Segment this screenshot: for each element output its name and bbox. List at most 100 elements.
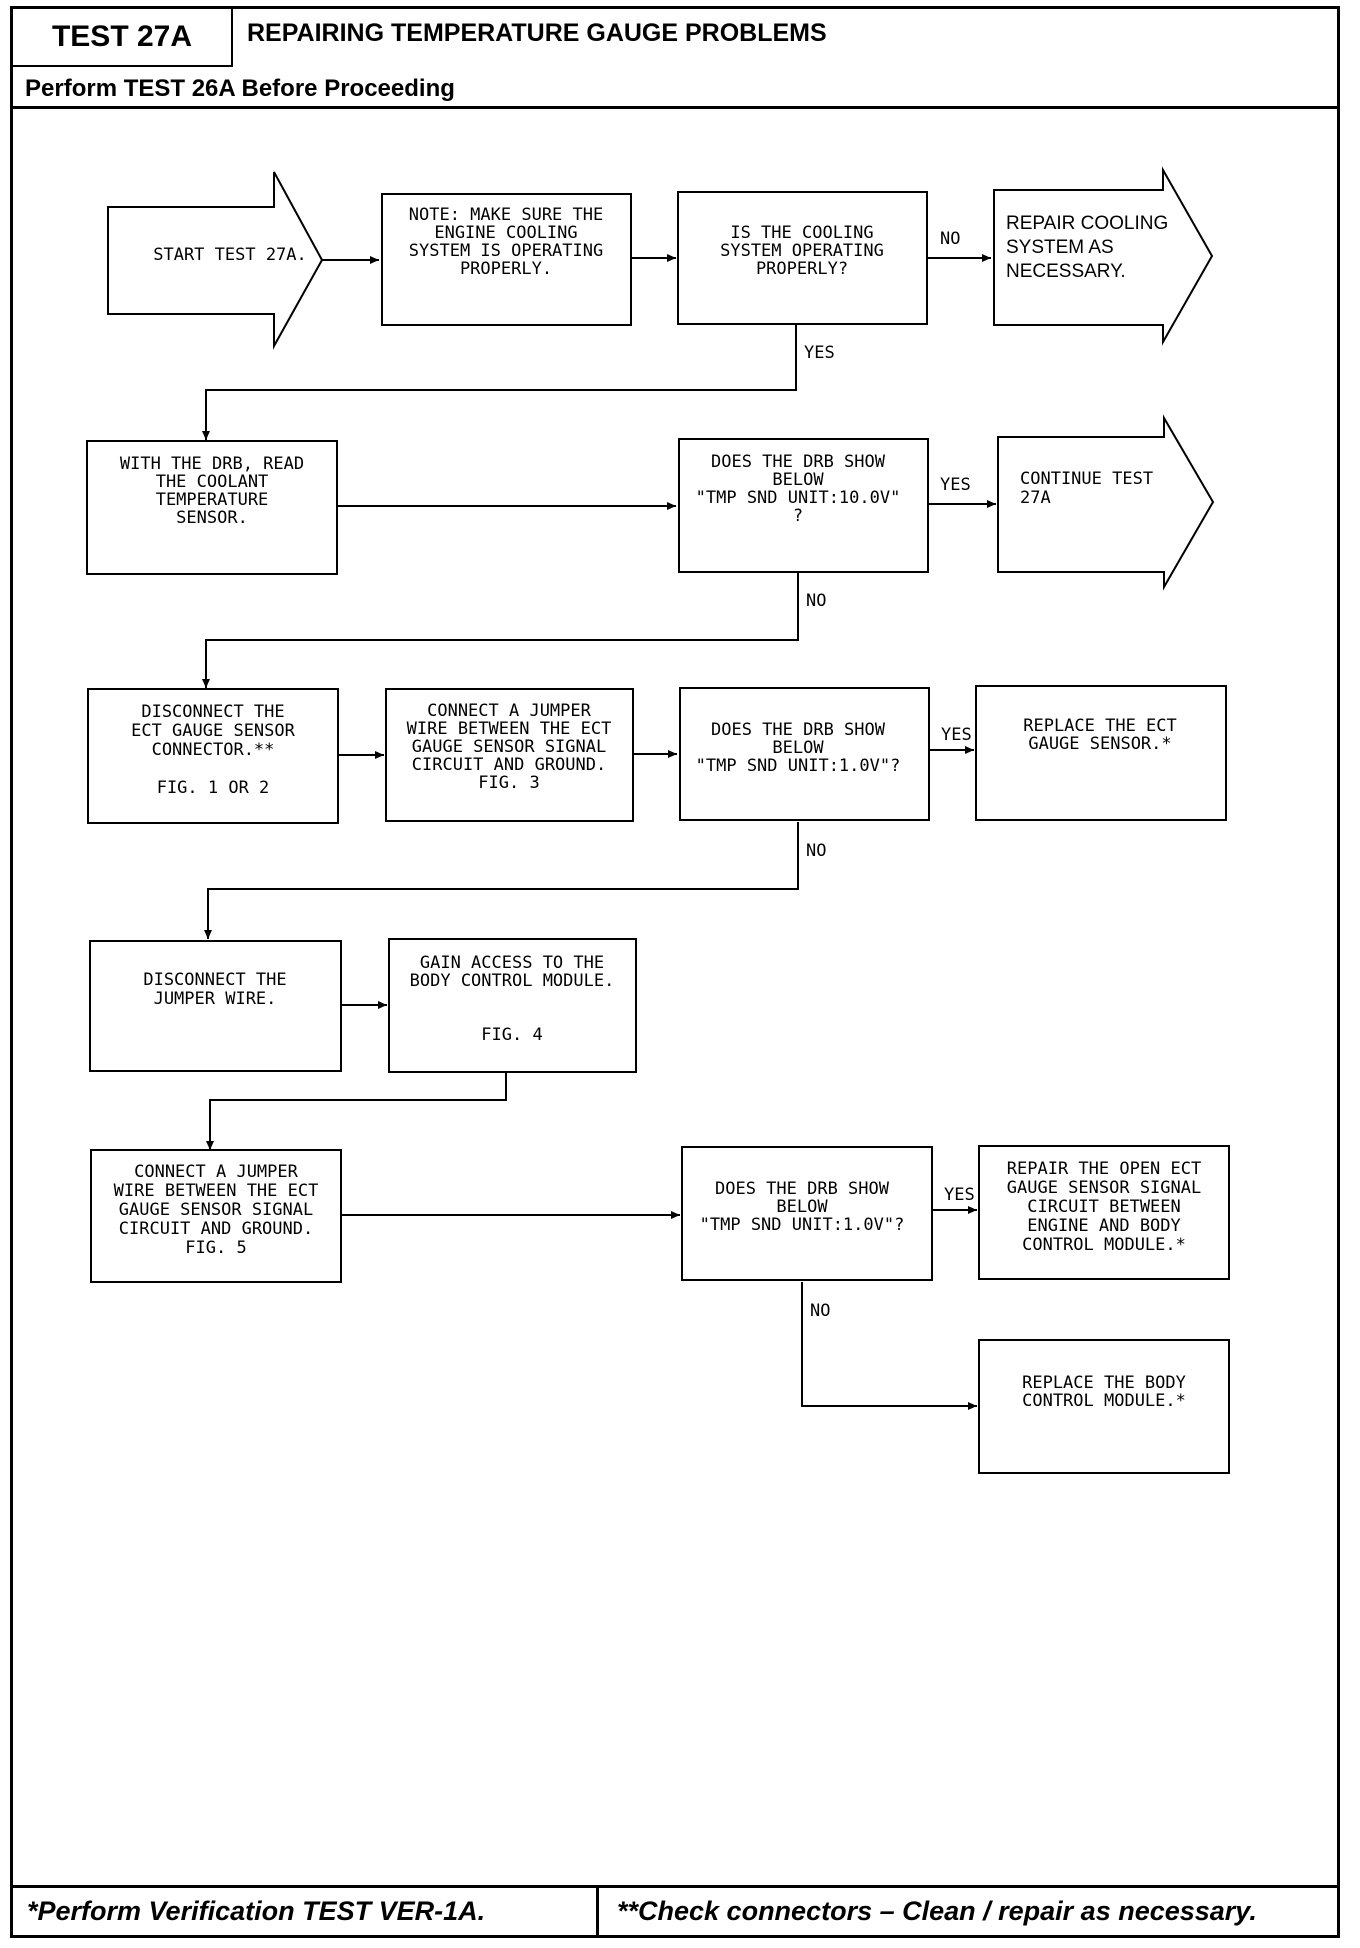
label-yes-1vb: YES [944, 1185, 975, 1205]
text-line: REPAIR THE OPEN ECT [1007, 1159, 1201, 1179]
text-line: GAUGE SENSOR SIGNAL [119, 1200, 313, 1220]
text-line: ENGINE COOLING [434, 223, 577, 243]
text-line: CIRCUIT AND GROUND. [412, 755, 606, 775]
text-line [507, 989, 517, 1009]
q-10v-box [678, 438, 929, 573]
connector-10v-no [202, 573, 799, 688]
q-1v-b-box [681, 1146, 933, 1281]
access-bcm-box [388, 938, 637, 1073]
text-line: FIG. 5 [185, 1238, 246, 1258]
note-cooling-box [381, 193, 632, 326]
text-line: NOTE: MAKE SURE THE [409, 205, 603, 225]
text-line: ENGINE AND BODY [1027, 1216, 1181, 1236]
text-line: SYSTEM OPERATING [720, 241, 884, 261]
replace-sensor-box [975, 685, 1227, 821]
text-line: IS THE COOLING [730, 223, 873, 243]
continue-test-arrow-shape [997, 414, 1215, 591]
start-arrow-shape [107, 171, 324, 350]
disconnect-sensor-box [87, 688, 339, 824]
text-line: WIRE BETWEEN THE ECT [407, 719, 612, 739]
footer: *Perform Verification TEST VER-1A. **Che… [13, 1885, 1337, 1935]
text-line: "TMP SND UNIT:10.0V" [696, 488, 901, 508]
text-line: CONNECTOR.** [152, 740, 275, 760]
text-line: BODY CONTROL MODULE. [410, 971, 615, 991]
connector-footnote: **Check connectors – Clean / repair as n… [617, 1896, 1257, 1926]
text-line: "TMP SND UNIT:1.0V"? [696, 756, 901, 776]
text-line [208, 759, 218, 779]
text-line: DOES THE DRB SHOW [715, 1179, 890, 1199]
text-line: GAUGE SENSOR SIGNAL [1007, 1178, 1201, 1198]
label-yes-cooling: YES [804, 343, 835, 363]
text-line: CONNECT A JUMPER [134, 1162, 299, 1182]
text-line: CONTROL MODULE.* [1022, 1235, 1186, 1255]
text-line: REPLACE THE ECT [1023, 716, 1177, 736]
text-line: CONTINUE TEST [1020, 469, 1153, 489]
connector-1va-no [204, 822, 799, 939]
text-line [507, 1007, 517, 1027]
prerequisite-note: Perform TEST 26A Before Proceeding [25, 75, 455, 102]
text-line: NECESSARY. [1006, 261, 1126, 282]
text-line: JUMPER WIRE. [154, 989, 277, 1009]
test-title: REPAIRING TEMPERATURE GAUGE PROBLEMS [247, 19, 827, 47]
q-cooling-box [677, 191, 928, 325]
text-line: START TEST 27A. [153, 245, 307, 265]
replace-bcm-box [978, 1339, 1230, 1474]
text-line: 27A [1020, 488, 1051, 508]
connector-cooling-yes [202, 325, 797, 440]
text-line: CIRCUIT BETWEEN [1027, 1197, 1181, 1217]
text-line: PROPERLY. [460, 259, 552, 279]
footer-divider [596, 1888, 599, 1935]
text-line: THE COOLANT [156, 472, 269, 492]
text-line: SENSOR. [176, 508, 248, 528]
text-line: GAIN ACCESS TO THE [420, 953, 604, 973]
text-line: BELOW [772, 738, 824, 758]
flow-connectors [202, 254, 996, 1410]
start-label: START TEST 27A. [153, 245, 307, 265]
text-line: DOES THE DRB SHOW [711, 720, 886, 740]
text-line: CIRCUIT AND GROUND. [119, 1219, 313, 1239]
text-line: FIG. 1 OR 2 [157, 778, 270, 798]
text-line: WITH THE DRB, READ [120, 454, 304, 474]
text-line: CONNECT A JUMPER [427, 701, 592, 721]
text-line: DISCONNECT THE [141, 702, 284, 722]
label-no-1vb: NO [810, 1301, 830, 1321]
read-sensor-box [86, 440, 338, 575]
text-line: PROPERLY? [756, 259, 848, 279]
test-procedure-sheet: TEST 27A REPAIRING TEMPERATURE GAUGE PRO… [10, 6, 1340, 1938]
q-1v-a-box [679, 687, 930, 821]
repair-open-box [978, 1145, 1230, 1280]
text-line: GAUGE SENSOR.* [1028, 734, 1171, 754]
label-no-1va: NO [806, 841, 826, 861]
connect-jumper-2-box [90, 1149, 342, 1283]
text-line: SYSTEM IS OPERATING [409, 241, 603, 261]
repair-cooling-arrow-shape [993, 166, 1214, 346]
text-line: ECT GAUGE SENSOR [131, 721, 296, 741]
text-line: ? [793, 506, 803, 526]
connect-jumper-1-box [385, 688, 634, 822]
text-line: DISCONNECT THE [143, 970, 286, 990]
disconnect-jumper-box [89, 940, 342, 1072]
text-line: CONTROL MODULE.* [1022, 1391, 1186, 1411]
text-line: "TMP SND UNIT:1.0V"? [700, 1215, 905, 1235]
prerequisite-bar: Perform TEST 26A Before Proceeding [13, 67, 1337, 109]
branch-labels: NO YES YES NO YES NO YES NO [804, 229, 975, 1321]
connector-access-jumper [206, 1072, 507, 1150]
text-line: BELOW [772, 470, 824, 490]
